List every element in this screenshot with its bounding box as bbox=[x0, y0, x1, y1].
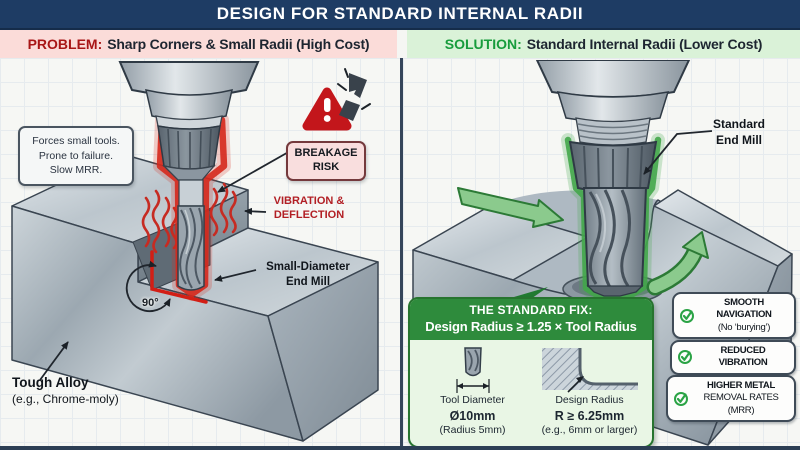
panel-divider bbox=[400, 58, 403, 447]
standard-end-mill-label: Standard End Mill bbox=[712, 117, 765, 147]
tool-diameter-column: Tool Diameter Ø10mm (Radius 5mm) bbox=[414, 346, 531, 438]
solution-banner-text: Standard Internal Radii (Lower Cost) bbox=[526, 36, 763, 52]
benefit-smooth-navigation: SMOOTH NAVIGATION (No ‘burying’) bbox=[672, 292, 796, 340]
warning-triangle-icon bbox=[302, 87, 352, 131]
benefit-reduced-vibration: REDUCED VIBRATION bbox=[670, 340, 796, 375]
toolpath-arrow-left bbox=[457, 187, 564, 228]
breakage-line: BREAKAGE bbox=[294, 147, 358, 159]
failure-note-box: Forces small tools. Prone to failure. Sl… bbox=[18, 126, 134, 187]
check-circle-icon bbox=[678, 350, 692, 365]
broken-bit-icon bbox=[337, 68, 371, 121]
bottom-border bbox=[0, 446, 800, 450]
page-title: DESIGN FOR STANDARD INTERNAL RADII bbox=[216, 4, 584, 23]
note-line: Slow MRR. bbox=[49, 164, 103, 177]
check-circle-icon bbox=[674, 391, 688, 406]
check-circle-icon bbox=[680, 308, 694, 323]
end-mill-leader-line bbox=[643, 130, 713, 175]
problem-banner-label: PROBLEM: bbox=[27, 36, 103, 52]
angle-arc bbox=[125, 260, 171, 313]
standard-fix-box: THE STANDARD FIX: Design Radius ≥ 1.25 ×… bbox=[408, 297, 654, 449]
solution-banner-label: SOLUTION: bbox=[444, 36, 522, 52]
solution-banner: SOLUTION: Standard Internal Radii (Lower… bbox=[407, 30, 800, 58]
leader-lines bbox=[39, 149, 293, 381]
standard-end-mill-tool bbox=[535, 60, 691, 297]
problem-banner: PROBLEM: Sharp Corners & Small Radii (Hi… bbox=[0, 30, 397, 58]
design-radius-column: Design Radius R ≥ 6.25mm (e.g., 6mm or l… bbox=[531, 346, 648, 438]
problem-illustration bbox=[11, 61, 379, 442]
vibration-deflection-label: VIBRATION & DEFLECTION bbox=[273, 195, 345, 222]
title-banner: DESIGN FOR STANDARD INTERNAL RADII bbox=[0, 0, 800, 30]
tool-diameter-icon bbox=[455, 347, 490, 394]
small-diameter-end-mill-label: Small-Diameter End Mill bbox=[266, 261, 350, 288]
note-line: Forces small tools. bbox=[32, 135, 120, 147]
toolpath-arrow-right bbox=[646, 231, 709, 296]
breakage-risk-badge: BREAKAGE RISK bbox=[286, 141, 366, 181]
stress-glow bbox=[153, 113, 231, 301]
problem-banner-text: Sharp Corners & Small Radii (High Cost) bbox=[107, 36, 370, 52]
end-mill-tool bbox=[118, 61, 260, 291]
vibration-waves bbox=[141, 182, 237, 254]
breakage-line: RISK bbox=[312, 160, 340, 173]
ninety-degree-label: 90° bbox=[142, 297, 159, 309]
design-radius-icon bbox=[541, 348, 638, 394]
benefit-higher-mrr: HIGHER METAL REMOVAL RATES (MRR) bbox=[666, 375, 796, 423]
tough-alloy-label: Tough Alloy (e.g., Chrome-moly) bbox=[12, 375, 119, 406]
standard-fix-header: THE STANDARD FIX: Design Radius ≥ 1.25 ×… bbox=[410, 299, 652, 341]
note-line: Prone to failure. bbox=[38, 149, 114, 162]
